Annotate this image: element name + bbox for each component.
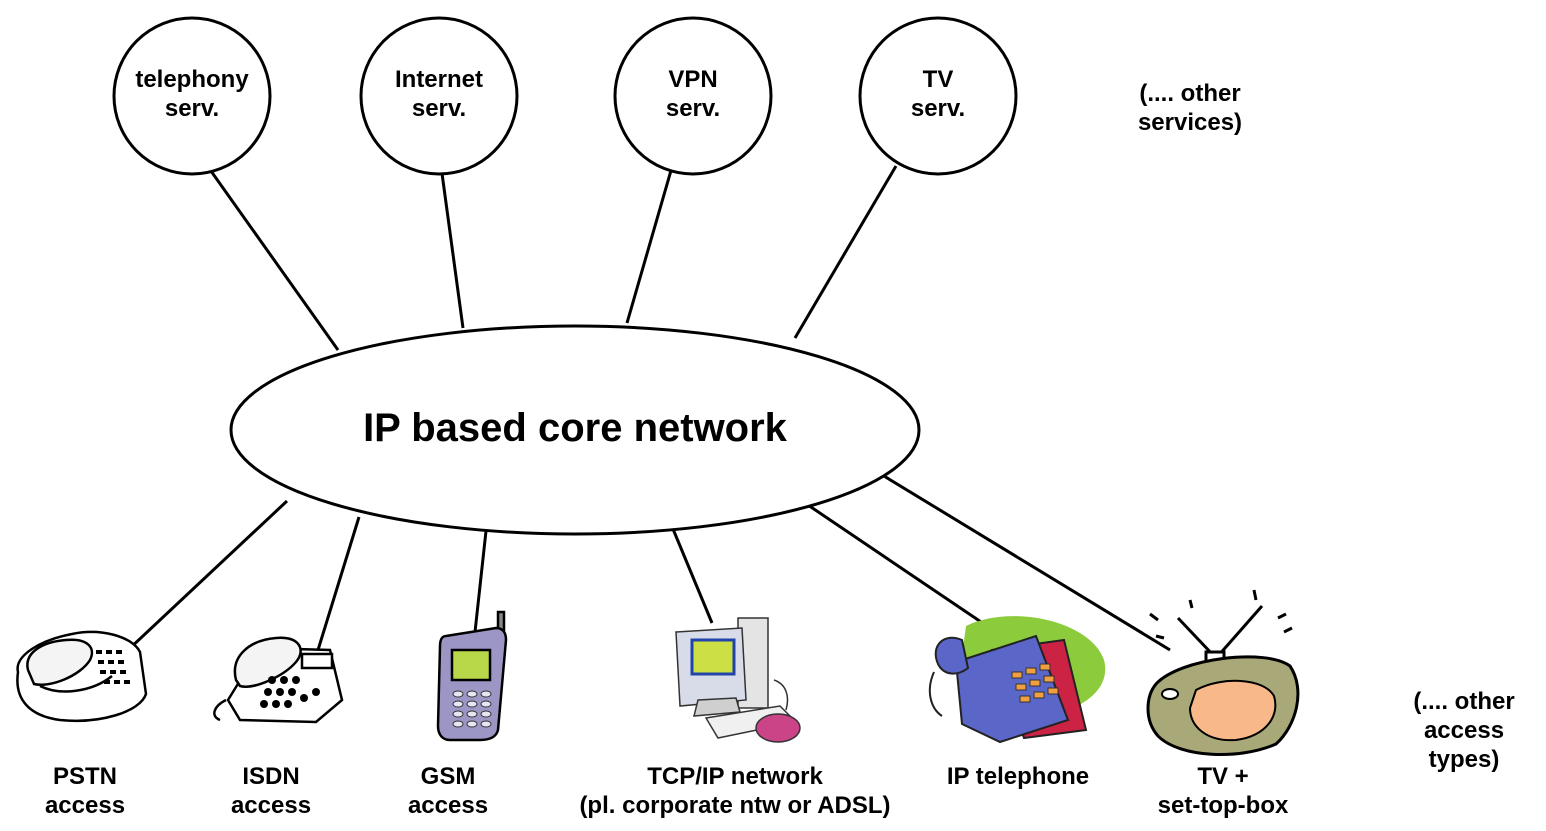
desk-phone-icon [16, 630, 148, 722]
service-circle-telephony [112, 16, 272, 176]
ip-phone-icon [928, 616, 1106, 744]
mobile-phone-icon [436, 610, 508, 742]
connector-internet [439, 165, 465, 329]
service-circle-tv [858, 16, 1018, 176]
access-label-line2: (pl. corporate ntw or ADSL) [579, 791, 891, 819]
connector-telephony [204, 163, 340, 351]
access-label-gsm: GSM access [383, 763, 513, 821]
access-label-line2: set-top-box [1157, 791, 1289, 819]
access-label-line1: IP telephone [946, 763, 1090, 790]
service-label-tv: TV serv. [853, 66, 1023, 124]
core-network-ellipse [229, 324, 921, 536]
isdn-phone-icon [213, 636, 344, 724]
service-label-vpn: VPN serv. [608, 66, 778, 124]
service-label-telephony: telephony serv. [107, 66, 277, 124]
other-access-label: (.... other access types) [1384, 688, 1544, 774]
service-connectors [204, 163, 898, 351]
service-circle-vpn [613, 16, 773, 176]
access-label-isdn: ISDN access [206, 763, 336, 821]
access-label-line1: TV + [1197, 763, 1249, 790]
access-label-pstn: PSTN access [20, 763, 150, 821]
connector-vpn [625, 166, 674, 324]
service-circle-internet [359, 16, 519, 176]
access-label-tv-box: TV + set-top-box [1138, 763, 1308, 821]
connector-gsm [473, 530, 488, 633]
computer-icon [675, 617, 801, 743]
access-label-line1: ISDN [242, 763, 300, 790]
access-label-ip-telephone: IP telephone [918, 763, 1118, 792]
service-label-line1: telephony [135, 66, 249, 93]
access-label-line1: GSM [420, 763, 476, 790]
other-access-line2: access [1423, 716, 1505, 744]
connector-tv-box [878, 471, 1171, 652]
access-label-tcpip: TCP/IP network (pl. corporate ntw or ADS… [525, 763, 945, 821]
access-label-line1: PSTN [52, 763, 117, 790]
other-services-line1: (.... other [1139, 80, 1241, 107]
service-label-line2: serv. [164, 94, 220, 122]
service-label-line2: serv. [665, 94, 721, 122]
access-label-line2: access [407, 791, 489, 819]
access-label-line2: access [230, 791, 312, 819]
tv-icon [1146, 589, 1300, 756]
core-network-label: IP based core network [363, 406, 787, 450]
service-label-line1: Internet [394, 66, 483, 93]
other-access-line3: types) [1428, 745, 1500, 773]
other-services-line2: services) [1137, 108, 1243, 136]
access-connectors [126, 471, 1171, 652]
access-label-line2: access [44, 791, 126, 819]
other-access-line1: (.... other [1413, 688, 1515, 715]
connector-tv [793, 165, 898, 339]
connector-isdn [316, 516, 361, 651]
service-label-internet: Internet serv. [354, 66, 524, 124]
service-label-line1: VPN [668, 66, 718, 93]
access-label-line1: TCP/IP network [647, 763, 823, 790]
connector-tcpip [671, 528, 714, 624]
service-label-line2: serv. [411, 94, 467, 122]
connector-ip-telephone [804, 501, 991, 630]
service-label-line1: TV [922, 66, 954, 93]
other-services-label: (.... other services) [1105, 80, 1275, 138]
service-label-line2: serv. [910, 94, 966, 122]
connector-pstn [126, 499, 289, 652]
